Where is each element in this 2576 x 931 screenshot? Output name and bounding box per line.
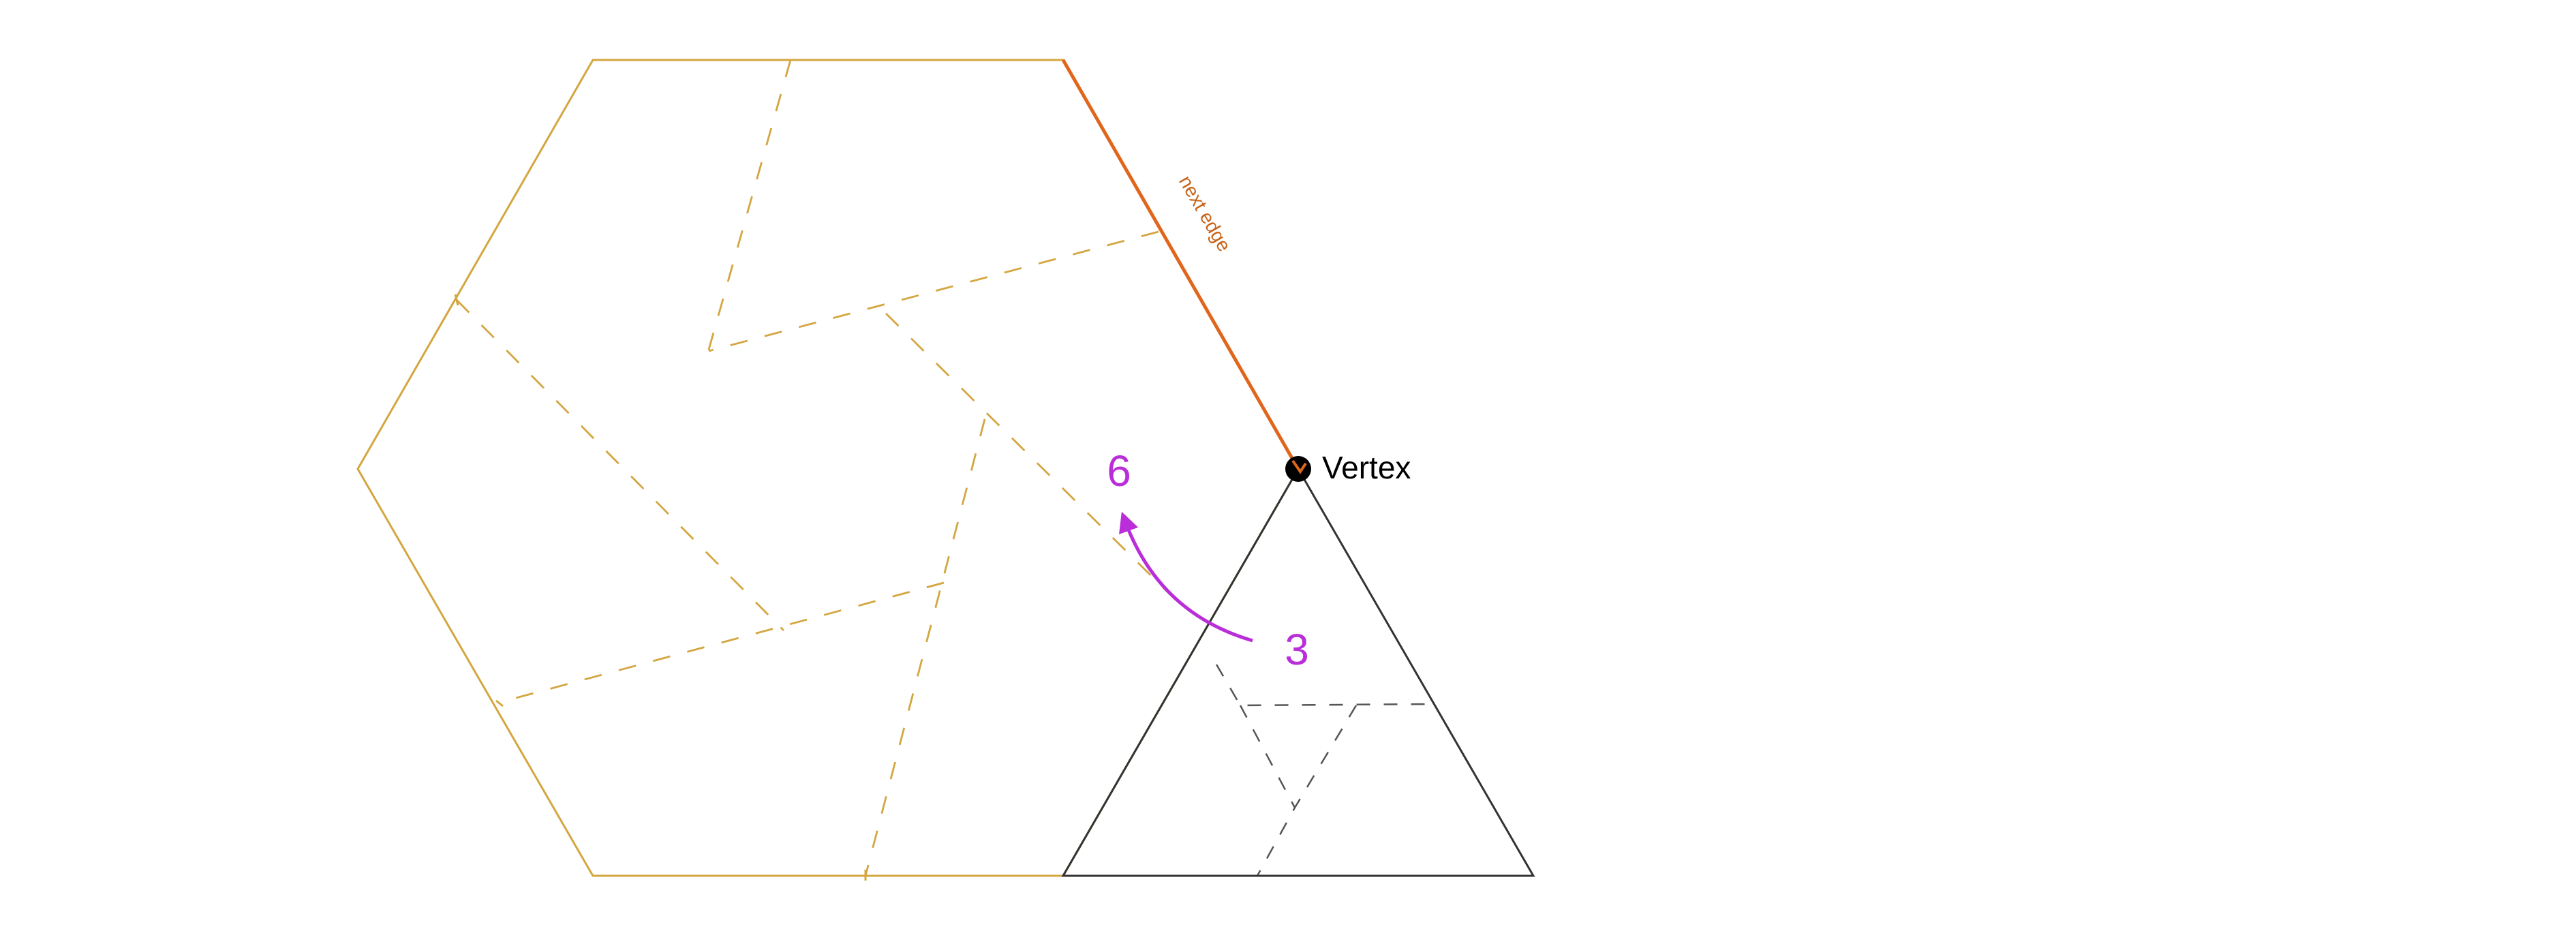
hexagon-fold-line (864, 418, 986, 876)
hexagon-dashed-lines (456, 59, 1186, 876)
hexagon-fold-line (708, 230, 1159, 352)
transition-arrow (1119, 511, 1253, 643)
vertex-accent (1291, 459, 1307, 474)
triangle-fold-line (1215, 664, 1435, 707)
tick-mark (495, 699, 504, 707)
triangle-dashed-lines (1215, 664, 1435, 876)
hexagon-tick-marks (454, 294, 867, 881)
hexagon-fold-line (456, 299, 784, 631)
hexagon-fold-line (500, 581, 945, 703)
next-edge-label: next edge (1175, 172, 1235, 255)
vertex-label: Vertex (1322, 450, 1411, 485)
to-count-label: 6 (1107, 446, 1131, 495)
triangle-fold-line (1239, 705, 1296, 808)
tick-mark (454, 294, 459, 306)
hexagon-outline (356, 59, 1300, 877)
triangle-outline (1061, 467, 1535, 877)
next-edge-line (1061, 59, 1300, 470)
from-count-label: 3 (1285, 625, 1309, 674)
hexagon-fold-line (885, 313, 1186, 611)
triangle-fold-line (1256, 705, 1358, 876)
hexagon-fold-line (706, 59, 792, 355)
vertex-marker (1285, 456, 1311, 482)
